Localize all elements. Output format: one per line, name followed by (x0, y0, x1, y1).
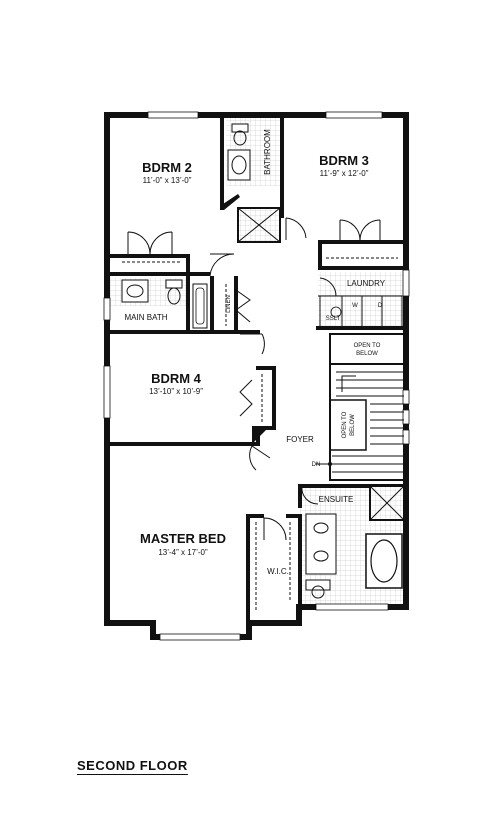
label-washer: W (352, 303, 358, 309)
stairs (316, 371, 404, 473)
label-open-to-below-1-line1: OPEN TO (354, 343, 381, 349)
label-wic: W.I.C. (267, 567, 289, 576)
room-dims-bdrm2: 11’-0” x 13’-0” (143, 176, 192, 185)
label-main-bath: MAIN BATH (125, 313, 168, 322)
label-foyer: FOYER (286, 435, 314, 444)
room-name-bdrm2: BDRM 2 (142, 160, 192, 175)
closet-shelves (122, 257, 398, 612)
room-dims-master: 13’-4” x 17’-0” (158, 548, 208, 557)
room-dims-bdrm4: 13’-10” x 10’-9” (149, 387, 203, 396)
label-open-to-below-2-line2: BELOW (350, 414, 356, 436)
label-bathroom: BATHROOM (263, 129, 272, 175)
fixtures (121, 123, 342, 599)
label-dn: DN (312, 462, 321, 468)
windows (103, 111, 410, 641)
floor-title: SECOND FLOOR (77, 758, 188, 775)
label-open-to-below-1-line2: BELOW (356, 351, 378, 357)
room-name-master: MASTER BED (140, 531, 226, 546)
label-open-to-below-2-line1: OPEN TO (342, 411, 348, 438)
label-ensuite: ENSUITE (319, 495, 354, 504)
label-laundry: LAUNDRY (347, 279, 386, 288)
label-linen: LINEN (226, 295, 232, 313)
label-dryer: D (378, 303, 383, 309)
label-sink: SSLT (326, 316, 341, 322)
room-name-bdrm3: BDRM 3 (319, 153, 369, 168)
doors (127, 217, 381, 541)
room-name-bdrm4: BDRM 4 (151, 371, 202, 386)
room-labels: BDRM 2 11’-0” x 13’-0” BDRM 3 11’-9” x 1… (125, 129, 386, 576)
room-dims-bdrm3: 11’-9” x 12’-0” (320, 169, 369, 178)
